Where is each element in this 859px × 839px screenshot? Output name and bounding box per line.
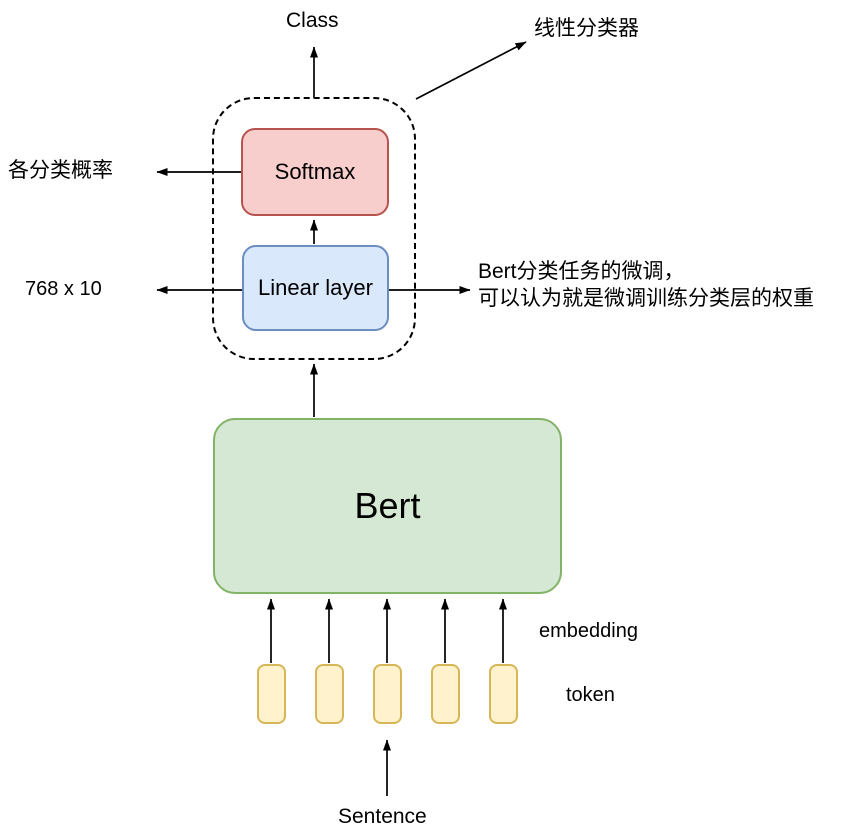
classifier-group-container [212, 97, 416, 360]
token-box-3 [373, 664, 402, 724]
sentence-label: Sentence [338, 805, 427, 828]
linear-classifier-arrow [415, 41, 527, 100]
bert-node: Bert [213, 418, 562, 594]
linear-layer-node: Linear layer [242, 245, 389, 331]
fine-tuning-note-line1: Bert分类任务的微调， [478, 260, 685, 283]
softmax-node: Softmax [241, 128, 389, 216]
fine-tuning-note: Bert分类任务的微调， 可以认为就是微调训练分类层的权重 [478, 259, 814, 313]
linear-layer-node-label: Linear layer [258, 275, 373, 300]
token-label: token [566, 684, 615, 706]
fine-tuning-note-line2: 可以认为就是微调训练分类层的权重 [478, 286, 814, 310]
token-box-1 [257, 664, 286, 724]
class-probabilities-label: 各分类概率 [8, 159, 113, 182]
class-label: Class [286, 9, 339, 32]
token-box-2 [315, 664, 344, 724]
softmax-node-label: Softmax [274, 159, 356, 184]
linear-classifier-label: 线性分类器 [534, 17, 639, 40]
token-box-4 [431, 664, 460, 724]
embedding-label: embedding [539, 620, 638, 642]
token-box-5 [489, 664, 518, 724]
bert-node-label: Bert [354, 485, 421, 526]
dimensions-label: 768 x 10 [25, 278, 102, 300]
